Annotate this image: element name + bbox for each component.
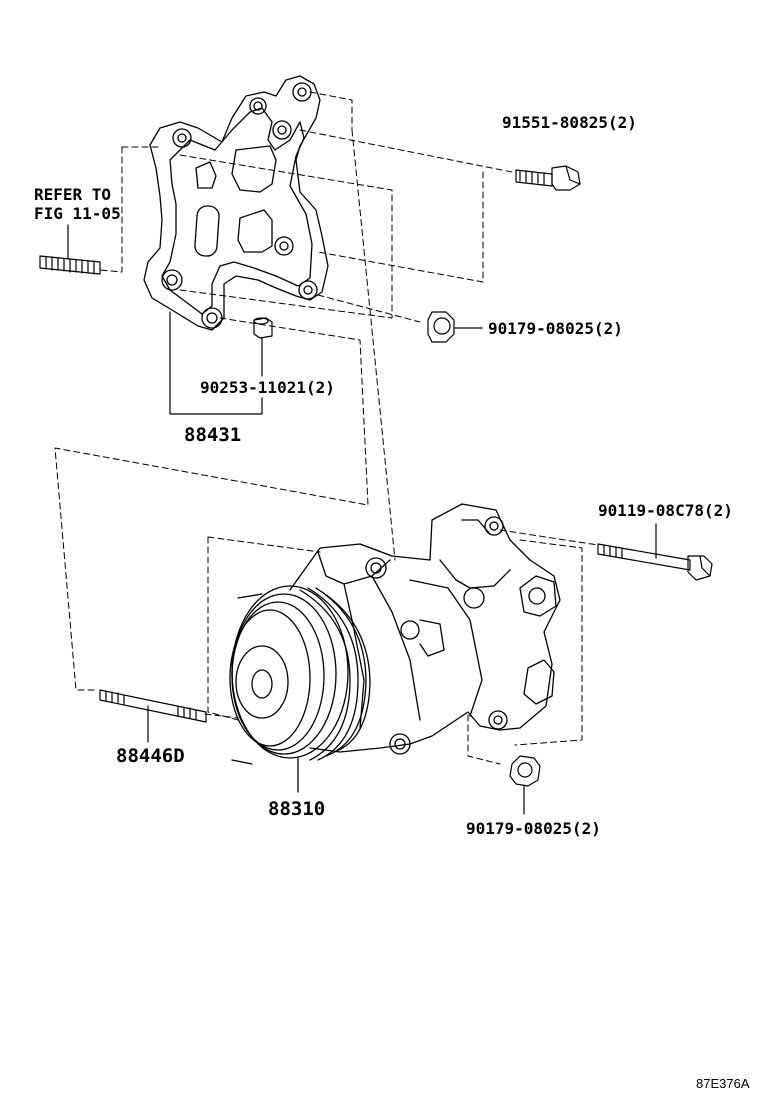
label-compressor-88310: 88310 (268, 798, 326, 820)
compressor-88310 (229, 503, 561, 793)
label-nut-lower: 90179-08025(2) (466, 819, 601, 838)
nut-upper-icon (427, 311, 483, 343)
bracket-leader (169, 311, 263, 415)
nut-lower-icon (509, 755, 541, 815)
stud-88446d-icon (99, 689, 207, 743)
stud-refer-icon (39, 224, 101, 275)
bracket-88431 (143, 75, 329, 331)
label-refer-line1: REFER TO (34, 185, 112, 204)
label-bracket-88431: 88431 (184, 424, 242, 446)
label-refer-line2: FIG 11-05 (34, 204, 121, 223)
bolt-91551-icon (515, 165, 581, 191)
figure-code: 87E376A (696, 1076, 750, 1091)
label-nut-upper: 90179-08025(2) (488, 319, 623, 338)
label-stud-88446d: 88446D (116, 745, 185, 767)
assembly-lines (54, 91, 599, 765)
label-bolt-91551: 91551-80825(2) (502, 113, 637, 132)
label-bolt-90119: 90119-08C78(2) (598, 501, 733, 520)
label-pin-90253: 90253-11021(2) (200, 378, 335, 397)
pin-icon (253, 317, 273, 377)
bolt-long-icon (597, 523, 713, 581)
